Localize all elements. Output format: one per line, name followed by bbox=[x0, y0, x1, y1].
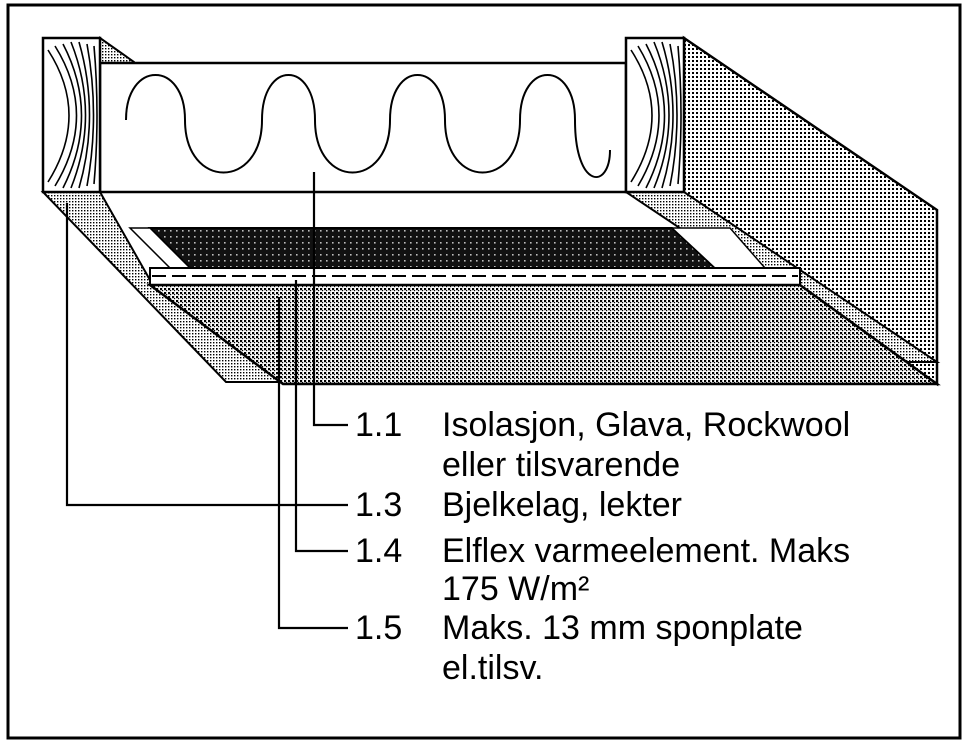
callout-1-4-number: 1.4 bbox=[355, 532, 403, 570]
callout-1-1-text-cont: eller tilsvarende bbox=[442, 446, 681, 484]
leader-1-5 bbox=[277, 297, 348, 630]
callout-1-5-text-cont: el.tilsv. bbox=[442, 649, 544, 687]
callout-1-4-text-cont: 175 W/m² bbox=[442, 570, 590, 608]
insulation-wave bbox=[125, 74, 611, 178]
callout-1-3-text: Bjelkelag, lekter bbox=[442, 486, 683, 524]
right-joist-end bbox=[624, 36, 686, 194]
callout-1-1-text: Isolasjon, Glava, Rockwool bbox=[442, 406, 851, 444]
callout-1-5-text: Maks. 13 mm sponplate bbox=[442, 609, 803, 647]
leader-1-4 bbox=[294, 280, 348, 553]
chipboard-plate bbox=[146, 283, 941, 386]
leader-lines bbox=[65, 172, 348, 630]
callout-1-1-number: 1.1 bbox=[355, 406, 403, 444]
callout-1-4-text: Elflex varmeelement. Maks bbox=[442, 532, 851, 570]
left-joist-end bbox=[41, 36, 102, 194]
callout-1-3-number: 1.3 bbox=[355, 486, 403, 524]
leader-1-3 bbox=[65, 203, 348, 507]
frame-border bbox=[6, 3, 962, 740]
leader-1-1 bbox=[312, 172, 348, 427]
callout-1-5-number: 1.5 bbox=[355, 609, 403, 647]
